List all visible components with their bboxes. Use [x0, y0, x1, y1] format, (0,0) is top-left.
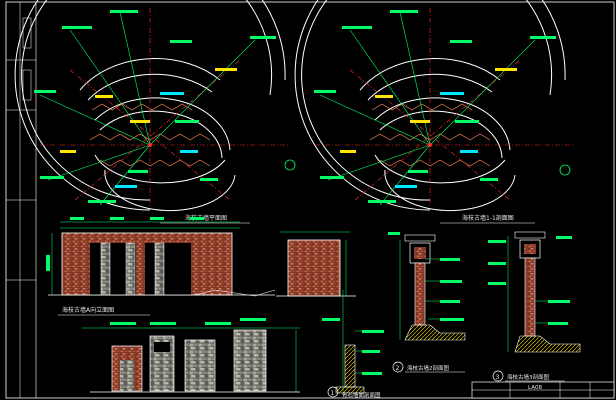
brick-wall-elevation	[46, 217, 276, 297]
left-spiral-plan	[14, 0, 296, 212]
marker-3	[492, 370, 504, 382]
section-3-detail	[488, 231, 581, 353]
section-2-title: 海枝古墙2剖面图	[407, 364, 449, 372]
brick-wall-side-panel	[276, 231, 356, 297]
left-margin-strip	[6, 2, 36, 398]
title-block	[471, 381, 615, 399]
section-3-title: 海枝古墙3剖面图	[507, 373, 549, 381]
marker-3-label: 3	[496, 374, 500, 381]
stone-panels-elevation	[82, 318, 300, 393]
section-1-detail	[322, 290, 384, 395]
title-block-label: LA08	[528, 385, 542, 391]
right-spiral-plan	[294, 0, 575, 212]
plan-left-title: 海枝古墙平面图	[185, 214, 227, 222]
plan-right-title: 海枝古墙1-1剖面图	[462, 214, 514, 222]
marker-2	[392, 361, 404, 373]
marker-1	[327, 386, 339, 398]
marker-1-label: 1	[331, 390, 335, 397]
section-1-title: 青石墙面剖面图	[342, 391, 381, 399]
elevation-left-title: 海枝古墙A向立面图	[62, 306, 114, 314]
marker-2-label: 2	[396, 365, 400, 372]
section-2-detail	[388, 232, 466, 341]
